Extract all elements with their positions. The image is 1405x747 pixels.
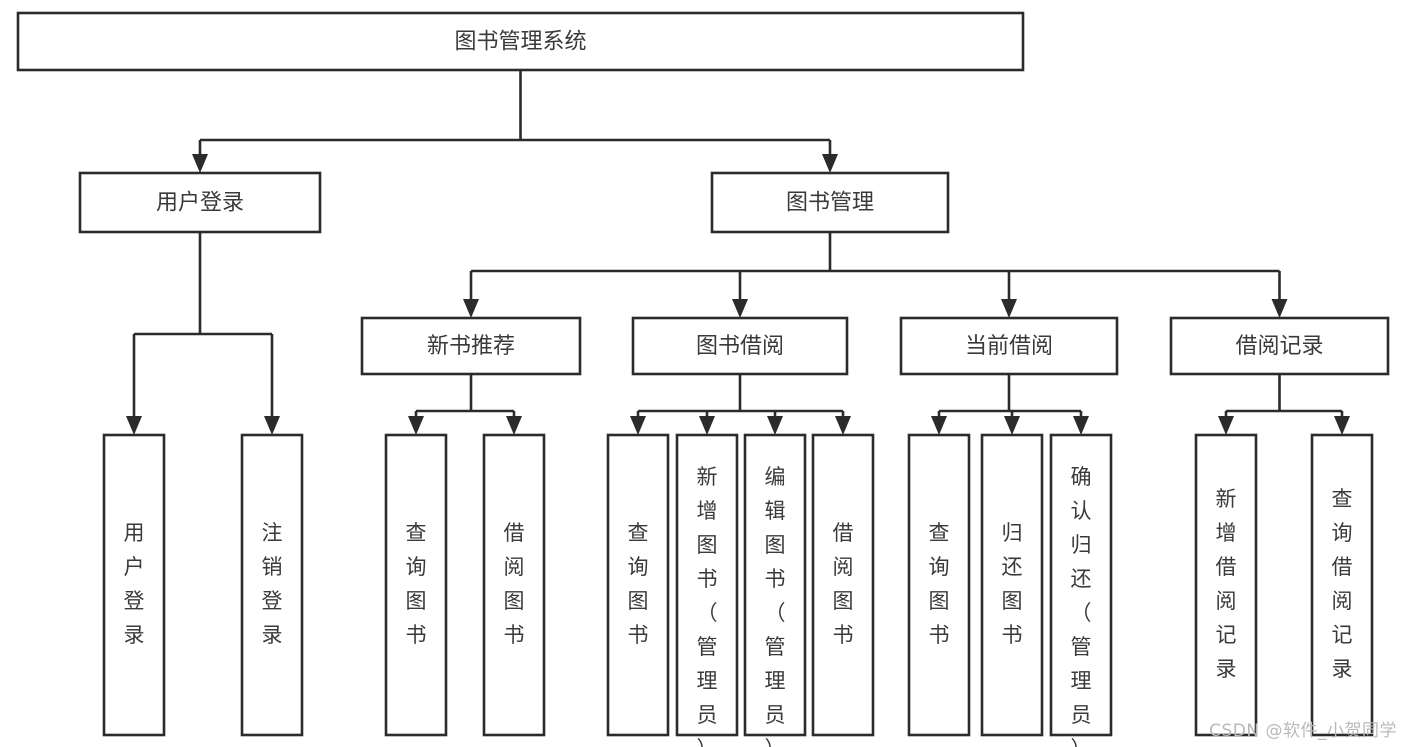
node-new-book-recommend-box[interactable] [360, 316, 582, 376]
node-book-borrow-box[interactable] [631, 316, 849, 376]
arrow-down-icon [1004, 416, 1020, 435]
arrow-down-icon [264, 416, 280, 435]
leaf-borrow-record-2-label: 查询借阅记录 [1332, 487, 1353, 681]
arrow-down-icon [192, 154, 208, 173]
arrow-down-icon [1073, 416, 1089, 435]
leaf-borrow-record-1-box[interactable] [1194, 433, 1258, 737]
node-book-management-label: 图书管理 [786, 191, 874, 216]
node-user-login-label: 用户登录 [156, 191, 244, 216]
leaf-current-borrow-2-label: 归还图书 [1002, 521, 1023, 647]
arrow-down-icon [630, 416, 646, 435]
leaf-book-borrow-3-box[interactable] [743, 433, 807, 737]
leaf-borrow-record-1-label: 新增借阅记录 [1216, 487, 1237, 681]
leaf-book-borrow-4-label: 借阅图书 [833, 521, 854, 647]
leaf-user-login-2-box[interactable] [240, 433, 304, 737]
arrow-down-icon [1334, 416, 1350, 435]
leaf-current-borrow-3-box[interactable] [1049, 433, 1113, 737]
nodes-layer: 图书管理系统用户登录图书管理新书推荐图书借阅当前借阅借阅记录用户登录注销登录查询… [16, 11, 1390, 747]
node-current-borrow-label: 当前借阅 [965, 334, 1053, 359]
arrow-down-icon [126, 416, 142, 435]
leaf-book-borrow-1-label: 查询图书 [628, 521, 649, 647]
arrow-down-icon [767, 416, 783, 435]
leaf-new-book-2-box[interactable] [482, 433, 546, 737]
leaf-current-borrow-3-label: 确认归还（管理员） [1071, 465, 1092, 747]
connectors-layer [126, 70, 1350, 435]
leaf-new-book-1-label: 查询图书 [406, 521, 427, 647]
node-root-label: 图书管理系统 [454, 30, 586, 55]
arrow-down-icon [732, 299, 748, 318]
arrow-down-icon [835, 416, 851, 435]
leaf-new-book-1-box[interactable] [384, 433, 448, 737]
leaf-user-login-1-box[interactable] [102, 433, 166, 737]
leaf-book-borrow-2-box[interactable] [675, 433, 739, 737]
leaf-new-book-2-label: 借阅图书 [504, 521, 525, 647]
node-borrow-record-label: 借阅记录 [1235, 334, 1323, 359]
leaf-book-borrow-1-box[interactable] [606, 433, 670, 737]
leaf-user-login-1-label: 用户登录 [124, 521, 145, 647]
arrow-down-icon [1271, 299, 1288, 318]
arrow-down-icon [931, 416, 947, 435]
arrow-down-icon [699, 416, 715, 435]
node-book-management-box[interactable] [710, 171, 950, 234]
leaf-book-borrow-4-box[interactable] [811, 433, 875, 737]
arrow-down-icon [822, 154, 838, 173]
leaf-borrow-record-2-box[interactable] [1310, 433, 1374, 737]
node-new-book-recommend-label: 新书推荐 [427, 334, 515, 359]
arrow-down-icon [506, 416, 522, 435]
node-current-borrow-box[interactable] [899, 316, 1119, 376]
leaf-current-borrow-1-box[interactable] [907, 433, 971, 737]
leaf-current-borrow-2-box[interactable] [980, 433, 1044, 737]
arrow-down-icon [408, 416, 424, 435]
node-root-box[interactable] [16, 11, 1025, 72]
leaf-book-borrow-2-label: 新增图书（管理员） [697, 465, 718, 747]
arrow-down-icon [463, 299, 479, 318]
leaf-book-borrow-3-label: 编辑图书（管理员） [765, 465, 786, 747]
arrow-down-icon [1001, 299, 1017, 318]
leaf-current-borrow-1-label: 查询图书 [929, 521, 950, 647]
arrow-down-icon [1218, 416, 1234, 435]
node-borrow-record-box[interactable] [1169, 316, 1390, 376]
leaf-user-login-2-label: 注销登录 [262, 521, 283, 647]
node-user-login-box[interactable] [78, 171, 322, 234]
node-book-borrow-label: 图书借阅 [696, 334, 784, 359]
